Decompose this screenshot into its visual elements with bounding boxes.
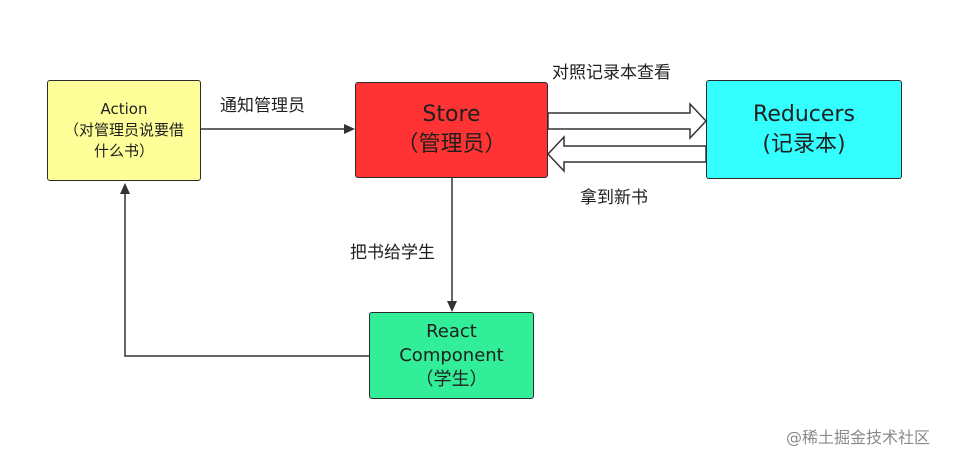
- edge-action-to-store-arrowhead: [344, 124, 355, 134]
- node-action-subtitle: （对管理员说要借: [63, 121, 184, 139]
- edge-label-reducers-to-store: 拿到新书: [580, 188, 648, 208]
- edge-reducers-to-store: [546, 135, 707, 173]
- node-action-subtitle-cont: 什么书）: [93, 142, 154, 160]
- node-reducers-title: Reducers: [753, 101, 855, 127]
- edge-component-to-action-arrowhead: [120, 183, 130, 194]
- node-component-title: React: [426, 320, 477, 342]
- node-react-component: React Component （学生）: [369, 312, 534, 399]
- edge-component-to-action: [124, 194, 369, 357]
- node-action: Action （对管理员说要借 什么书）: [47, 80, 201, 181]
- edge-store-to-reducers: [547, 102, 708, 140]
- node-reducers: Reducers (记录本): [706, 80, 902, 179]
- watermark: @稀土掘金技术社区: [786, 428, 931, 447]
- node-reducers-subtitle: (记录本): [762, 131, 846, 157]
- edge-label-store-to-reducers: 对照记录本查看: [552, 63, 671, 83]
- edge-label-store-to-component: 把书给学生: [350, 243, 435, 263]
- node-store: Store （管理员）: [355, 82, 548, 178]
- node-component-subtitle: （学生）: [415, 368, 488, 390]
- edge-store-to-component-arrowhead: [447, 301, 457, 312]
- node-store-subtitle: （管理员）: [396, 132, 507, 157]
- node-action-title: Action: [100, 100, 148, 118]
- node-component-title-cont: Component: [399, 344, 504, 366]
- edge-label-action-to-store: 通知管理员: [220, 96, 305, 116]
- node-store-title: Store: [422, 102, 481, 127]
